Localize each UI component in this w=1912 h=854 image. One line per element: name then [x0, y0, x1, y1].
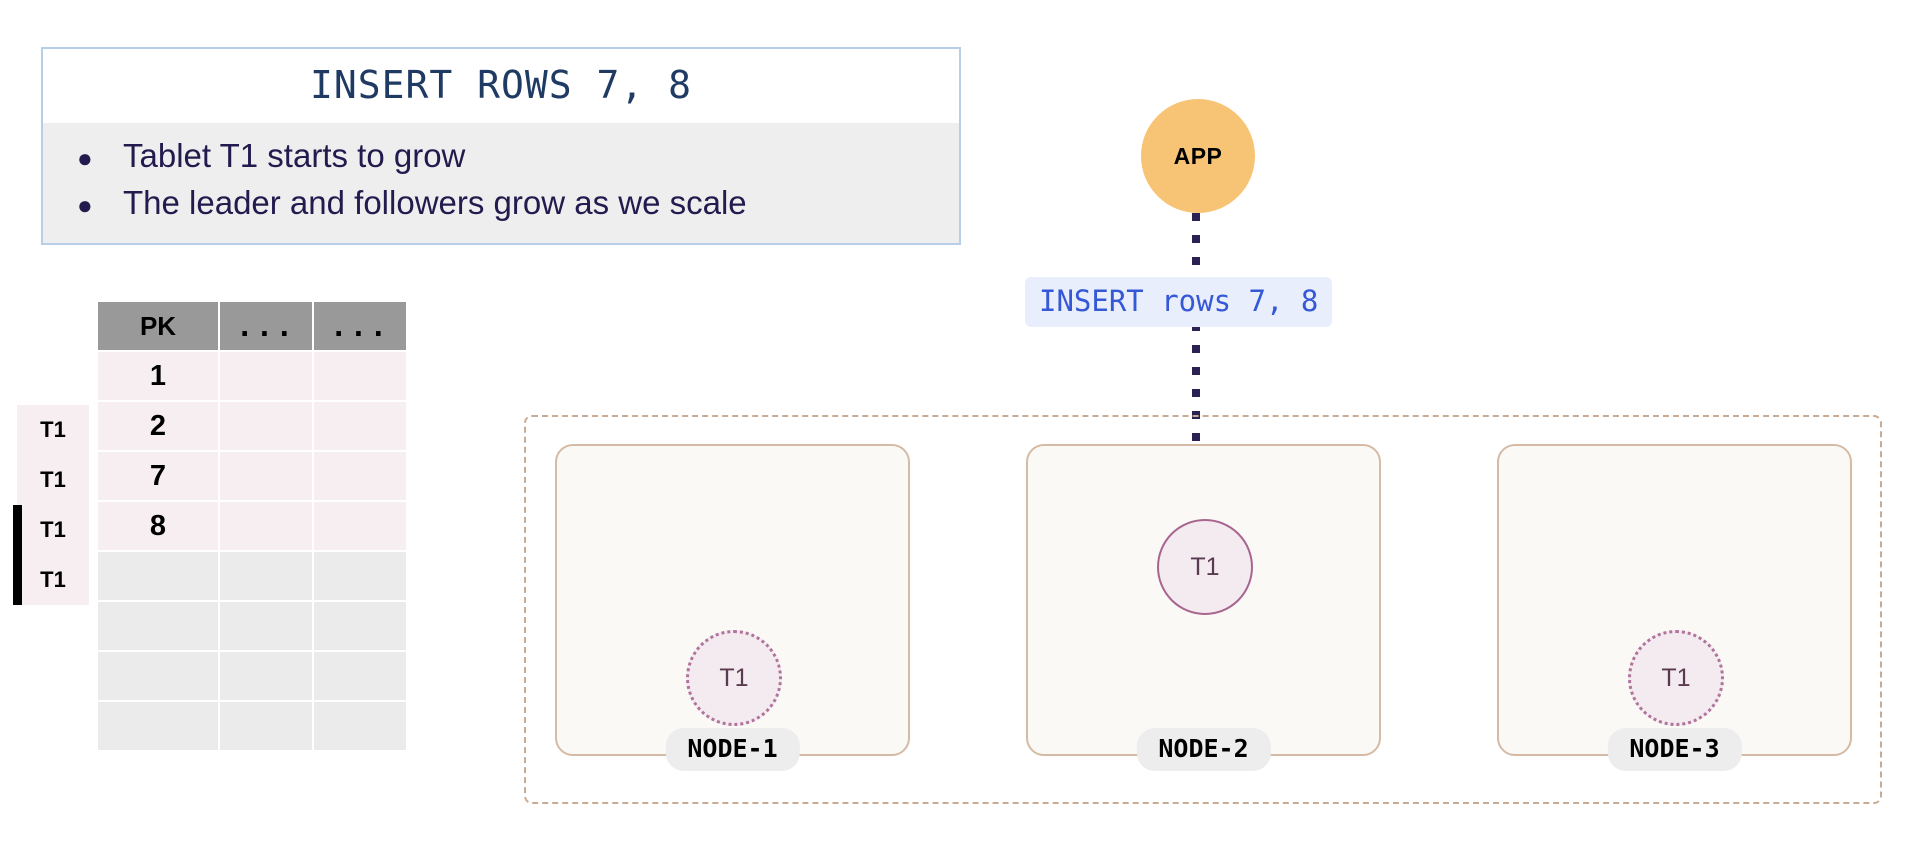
data-table: PK ... ... 1 2 7 8	[96, 300, 408, 752]
dotted-line	[1192, 213, 1200, 483]
node-box-1: T1 NODE-1	[555, 444, 910, 771]
table-row: 8	[98, 502, 406, 550]
app-node: APP	[1141, 99, 1255, 213]
app-node-label: APP	[1173, 142, 1223, 169]
table-row: 2	[98, 402, 406, 450]
cell-pk: 1	[98, 352, 218, 400]
table-row	[98, 702, 406, 750]
cell-blank	[314, 352, 406, 400]
bullet-dot-icon: ●	[77, 143, 93, 173]
node-caption: NODE-1	[665, 728, 800, 771]
table-row: 1	[98, 352, 406, 400]
table-row	[98, 552, 406, 600]
row-tag-column: T1 T1 T1 T1	[13, 355, 89, 605]
list-item: ● The leader and followers grow as we sc…	[43, 180, 959, 227]
cell-empty	[220, 602, 312, 650]
table-row	[98, 602, 406, 650]
row-tag: T1	[17, 455, 89, 505]
node-caption: NODE-2	[1136, 728, 1271, 771]
row-tag: T1	[13, 555, 89, 605]
column-header-ellipsis: ...	[314, 302, 406, 350]
cluster-container: T1 NODE-1 T1 NODE-2 T1 NODE-3	[524, 415, 1882, 804]
bullet-dot-icon: ●	[77, 189, 93, 220]
edge-label: INSERT rows 7, 8	[1025, 277, 1333, 327]
bullet-text: Tablet T1 starts to grow	[123, 137, 466, 174]
tablet-rows-table: T1 T1 T1 T1 PK ... ... 1 2 7	[0, 302, 430, 815]
row-tag-spacer	[17, 355, 89, 405]
bullet-text: The leader and followers grow as we scal…	[123, 183, 747, 221]
list-item: ● Tablet T1 starts to grow	[43, 133, 959, 180]
node-box-2: T1 NODE-2	[1026, 444, 1381, 771]
cell-pk: 8	[98, 502, 218, 550]
cell-empty	[314, 602, 406, 650]
cell-empty	[98, 552, 218, 600]
node-caption: NODE-3	[1607, 728, 1742, 771]
cell-empty	[220, 652, 312, 700]
tablet-label: T1	[1190, 552, 1220, 581]
table-header-row: PK ... ...	[98, 302, 406, 350]
cell-blank	[220, 352, 312, 400]
cell-empty	[314, 552, 406, 600]
node-box-3: T1 NODE-3	[1497, 444, 1852, 771]
column-header-ellipsis: ...	[220, 302, 312, 350]
cell-empty	[98, 702, 218, 750]
cell-blank	[220, 502, 312, 550]
row-tag: T1	[13, 505, 89, 555]
table-row	[98, 652, 406, 700]
tablet-follower: T1	[1628, 630, 1724, 726]
cell-pk: 2	[98, 402, 218, 450]
cell-empty	[220, 552, 312, 600]
tablet-label: T1	[719, 663, 749, 692]
row-tag: T1	[17, 405, 89, 455]
callout-title: INSERT ROWS 7, 8	[309, 63, 693, 107]
callout-bullet-list: ● Tablet T1 starts to grow ● The leader …	[43, 123, 959, 243]
cell-empty	[98, 652, 218, 700]
tablet-follower: T1	[686, 630, 782, 726]
cell-empty	[98, 602, 218, 650]
cell-blank	[220, 402, 312, 450]
cell-empty	[314, 702, 406, 750]
cell-pk: 7	[98, 452, 218, 500]
tablet-label: T1	[1661, 663, 1691, 692]
cell-blank	[314, 452, 406, 500]
cell-blank	[314, 402, 406, 450]
callout-panel: INSERT ROWS 7, 8 ● Tablet T1 starts to g…	[41, 47, 961, 245]
column-header-pk: PK	[98, 302, 218, 350]
cell-empty	[314, 652, 406, 700]
cell-blank	[220, 452, 312, 500]
cell-empty	[220, 702, 312, 750]
tablet-leader: T1	[1157, 519, 1253, 615]
cell-blank	[314, 502, 406, 550]
table-row: 7	[98, 452, 406, 500]
